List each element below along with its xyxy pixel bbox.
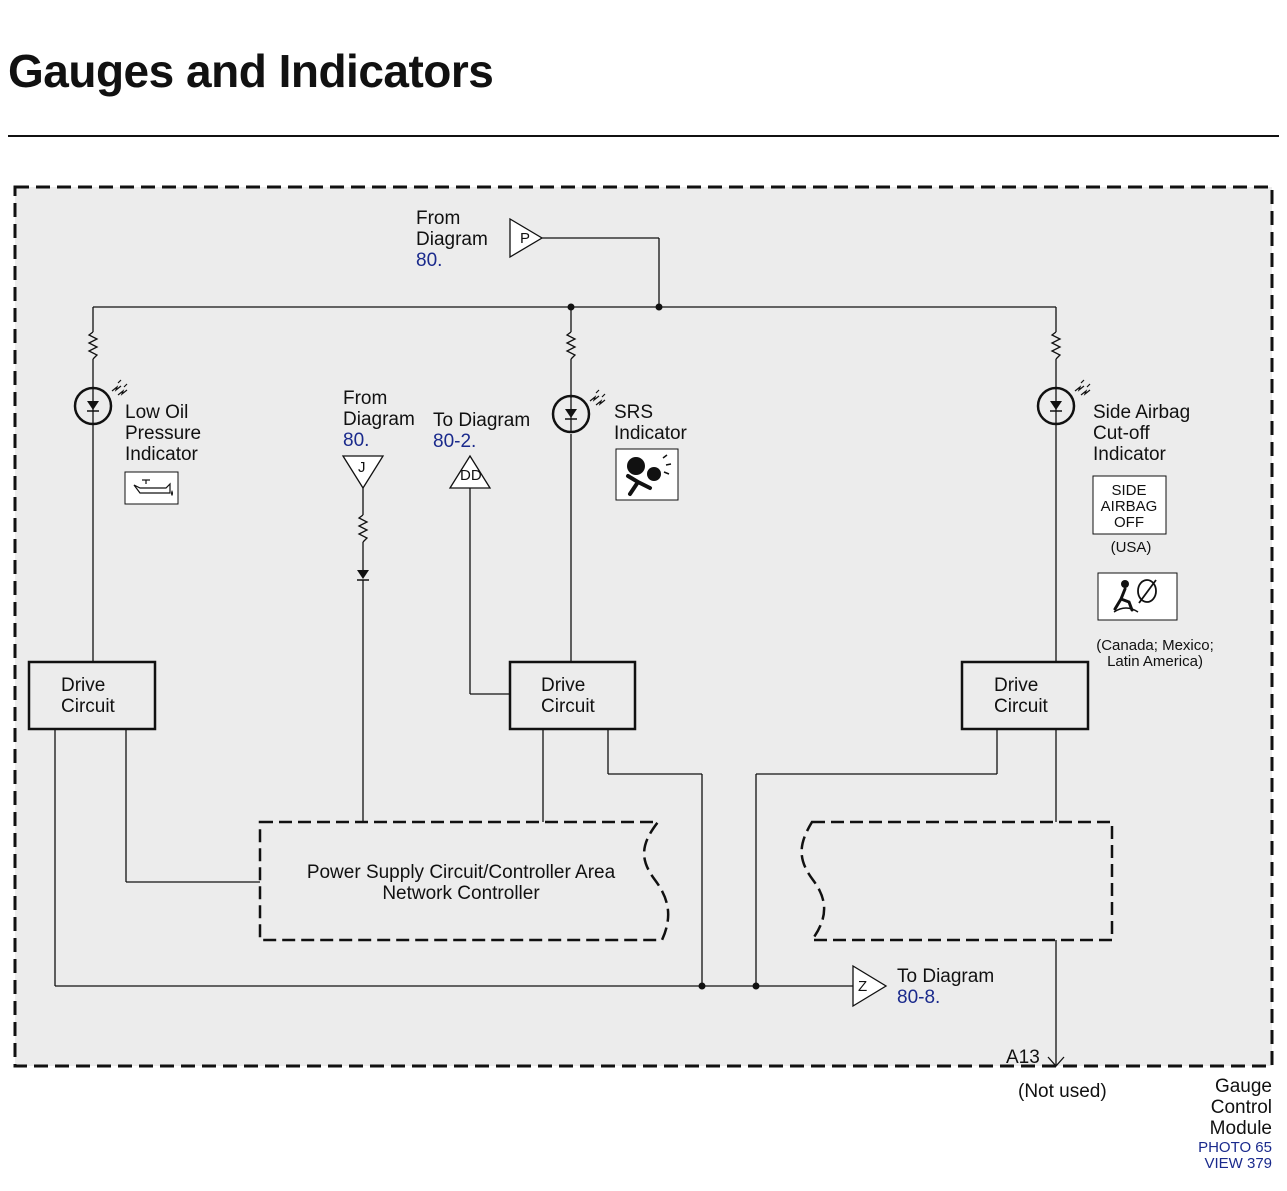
page-title: Gauges and Indicators: [8, 45, 494, 97]
drive-circuit-label: Drive: [994, 675, 1038, 696]
connector-dd-icon: [448, 454, 492, 489]
module-photo: PHOTO 65: [1198, 1139, 1272, 1156]
drive-circuit-box-left: [27, 660, 157, 731]
drive-circuit-label: Circuit: [994, 696, 1049, 717]
junction-dot: [655, 303, 663, 311]
intl-note: Latin America): [1107, 653, 1203, 670]
connector-p-letter: P: [520, 230, 530, 247]
junction-dot: [752, 982, 760, 990]
terminal-arrow-icon: [1047, 1056, 1065, 1067]
diode-icon: [357, 570, 369, 579]
connector-p-prefix: Diagram: [416, 229, 488, 250]
drive-circuit-label: Circuit: [61, 696, 116, 717]
side-airbag-label: Side Airbag: [1093, 402, 1190, 423]
connector-j-icon: [341, 455, 385, 490]
resistor-j: [357, 514, 369, 543]
side-airbag-off-symbol-icon: [1097, 572, 1178, 621]
connector-p-ref: 80.: [416, 250, 442, 271]
side-airbag-off-text: SIDE: [1111, 482, 1146, 499]
drive-circuit-label: Drive: [541, 675, 585, 696]
module-name: Control: [1211, 1097, 1272, 1118]
module-view: VIEW 379: [1204, 1155, 1272, 1172]
side-airbag-led-icon: [1036, 379, 1091, 426]
connector-p-prefix: From: [416, 208, 460, 229]
connector-j-prefix: From: [343, 388, 387, 409]
drive-circuit-label: Drive: [61, 675, 105, 696]
side-airbag-off-text: AIRBAG: [1101, 498, 1158, 515]
side-airbag-label: Cut-off: [1093, 423, 1150, 444]
module-name: Gauge: [1215, 1076, 1272, 1097]
module-name: Module: [1210, 1118, 1272, 1139]
connector-p-icon: [509, 217, 544, 259]
side-airbag-off-badge: [1092, 475, 1167, 535]
srs-label: SRS: [614, 402, 653, 423]
power-supply-label: Power Supply Circuit/Controller Area: [307, 862, 616, 883]
low-oil-label: Pressure: [125, 423, 201, 444]
connector-j-prefix: Diagram: [343, 409, 415, 430]
srs-label: Indicator: [614, 423, 688, 444]
connector-dd-ref: 80-2.: [433, 431, 476, 452]
low-oil-label: Indicator: [125, 444, 199, 465]
connector-j-letter: J: [358, 459, 366, 476]
terminal-note: (Not used): [1018, 1081, 1107, 1102]
intl-note: (Canada; Mexico;: [1096, 637, 1214, 654]
drive-circuit-label: Circuit: [541, 696, 596, 717]
oil-can-icon: [124, 471, 179, 505]
resistor-side-airbag: [1050, 331, 1062, 360]
power-supply-label: Network Controller: [382, 883, 540, 904]
drive-circuit-box-middle: [508, 660, 637, 731]
title-rule: [8, 135, 1279, 137]
power-supply-block: [258, 820, 670, 942]
usa-note: (USA): [1111, 539, 1152, 556]
connector-z-prefix: To Diagram: [897, 966, 994, 987]
connector-dd-letter: DD: [460, 467, 482, 484]
connector-z-ref: 80-8.: [897, 987, 940, 1008]
connector-z-icon: [852, 964, 888, 1008]
connector-j-ref: 80.: [343, 430, 369, 451]
continuation-block: [800, 820, 1114, 942]
resistor-srs: [565, 331, 577, 360]
junction-dot: [698, 982, 706, 990]
srs-led-icon: [551, 389, 606, 434]
junction-dot: [567, 303, 575, 311]
drive-circuit-box-right: [960, 660, 1090, 731]
low-oil-led-icon: [73, 379, 128, 426]
connector-dd-prefix: To Diagram: [433, 410, 530, 431]
side-airbag-off-text: OFF: [1114, 514, 1144, 531]
airbag-icon: [615, 448, 679, 501]
connector-z-letter: Z: [858, 978, 867, 995]
side-airbag-label: Indicator: [1093, 444, 1167, 465]
low-oil-label: Low Oil: [125, 402, 188, 423]
resistor-low-oil: [87, 331, 99, 360]
terminal-pin: A13: [1006, 1047, 1040, 1068]
